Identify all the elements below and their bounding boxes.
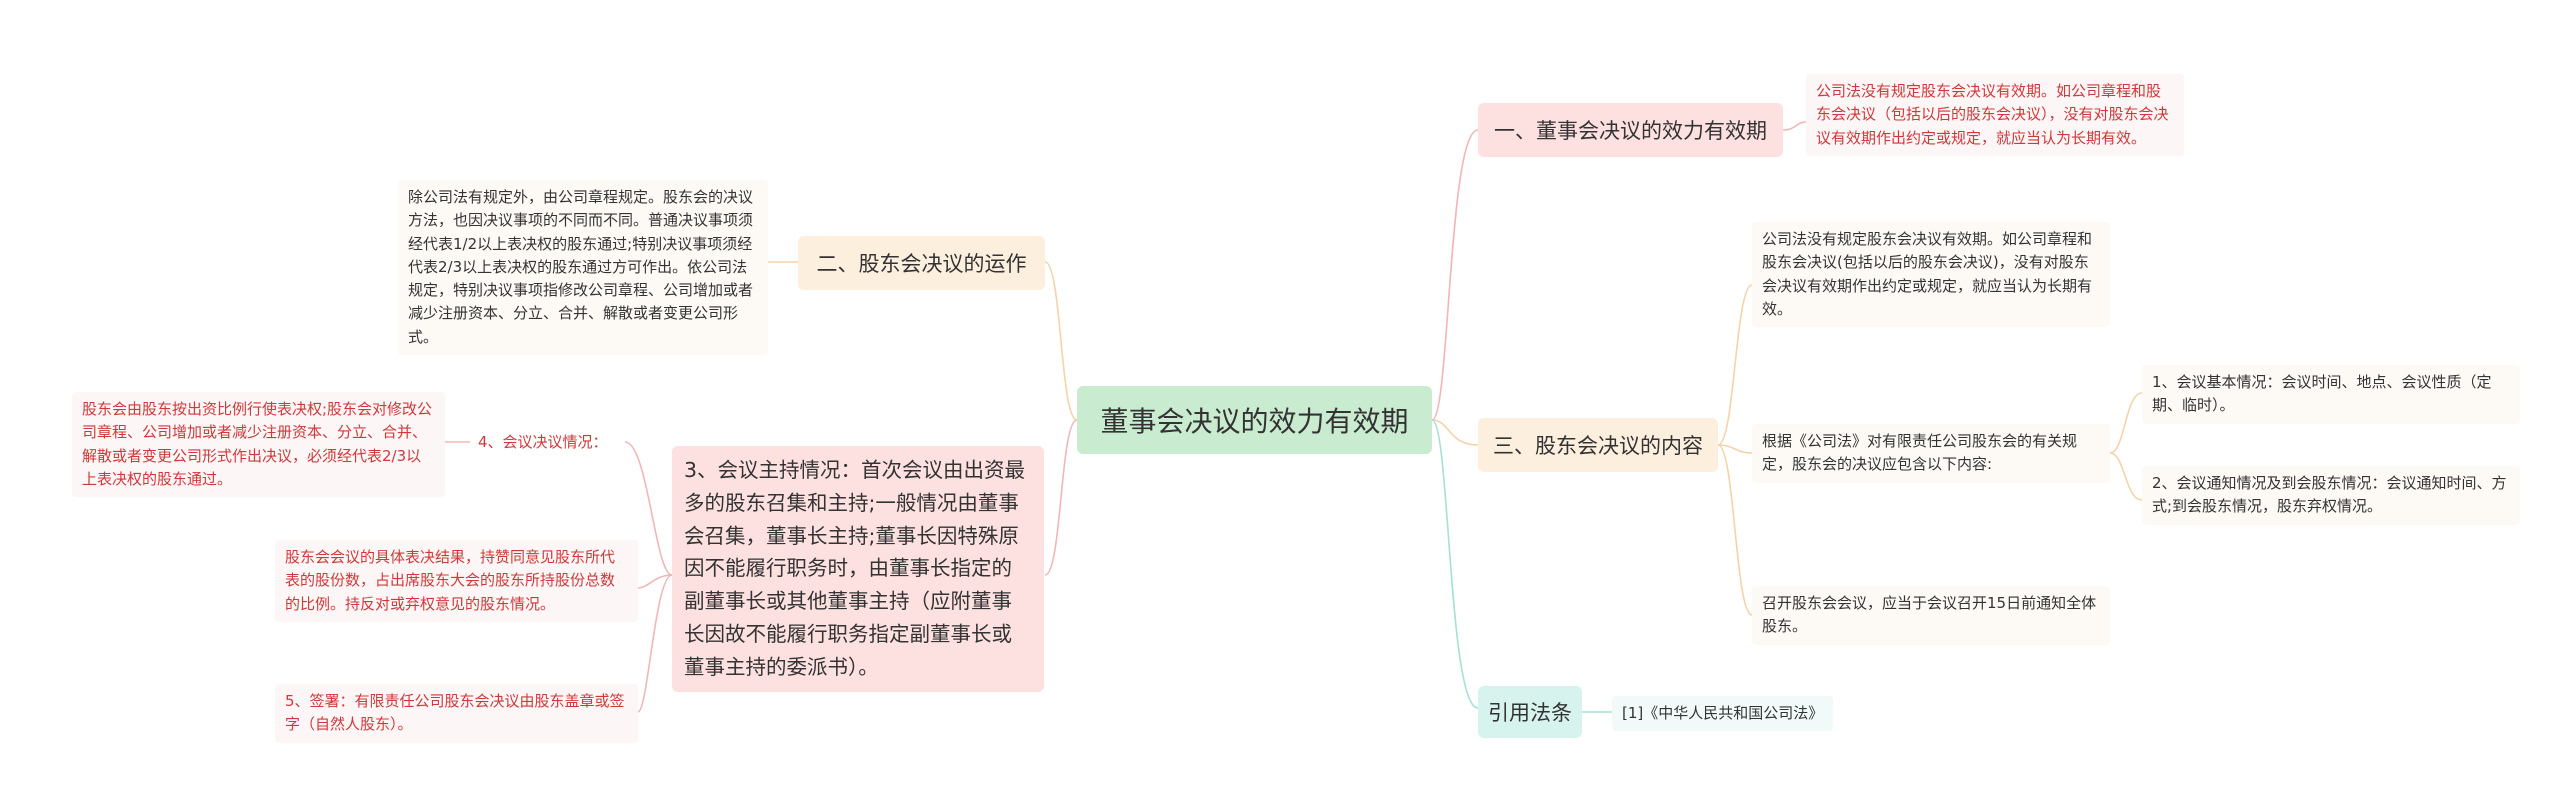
branch1-text: 公司法没有规定股东会决议有效期。如公司章程和股东会决议（包括以后的股东会决议），… <box>1806 74 2184 156</box>
meeting-host-node[interactable]: 3、会议主持情况：首次会议由出资最多的股东召集和主持;一般情况由董事会召集，董事… <box>672 446 1044 692</box>
branch3-item-2: 根据《公司法》对有限责任公司股东会的有关规定，股东会的决议应包含以下内容: <box>1752 424 2110 483</box>
branch3-item-1: 公司法没有规定股东会决议有效期。如公司章程和股东会决议(包括以后的股东会决议)，… <box>1752 222 2110 327</box>
root-node[interactable]: 董事会决议的效力有效期 <box>1077 386 1432 454</box>
result-text: 股东会会议的具体表决结果，持赞同意见股东所代表的股份数，占出席股东大会的股东所持… <box>275 540 638 622</box>
sign-text: 5、签署：有限责任公司股东会决议由股东盖章或签字（自然人股东）。 <box>275 684 638 743</box>
branch2-text: 除公司法有规定外，由公司章程规定。股东会的决议方法，也因决议事项的不同而不同。普… <box>398 180 768 355</box>
vote-text: 股东会由股东按出资比例行使表决权;股东会对修改公司章程、公司增加或者减少注册资本… <box>72 392 445 497</box>
vote-label-node[interactable]: 4、会议决议情况： <box>478 433 608 451</box>
branch3-sub-2: 2、会议通知情况及到会股东情况：会议通知时间、方式;到会股东情况，股东弃权情况。 <box>2142 466 2520 525</box>
branch3-sub-1: 1、会议基本情况：会议时间、地点、会议性质（定期、临时）。 <box>2142 365 2520 424</box>
branch-cited-law[interactable]: 引用法条 <box>1478 686 1582 738</box>
branch-shareholder-resolution-operation[interactable]: 二、股东会决议的运作 <box>798 236 1045 290</box>
branch3-item-3: 召开股东会会议，应当于会议召开15日前通知全体股东。 <box>1752 586 2110 645</box>
branch-shareholder-resolution-content[interactable]: 三、股东会决议的内容 <box>1478 418 1718 472</box>
branch-board-resolution-validity[interactable]: 一、董事会决议的效力有效期 <box>1478 103 1783 157</box>
branch4-text: [1]《中华人民共和国公司法》 <box>1612 696 1834 732</box>
